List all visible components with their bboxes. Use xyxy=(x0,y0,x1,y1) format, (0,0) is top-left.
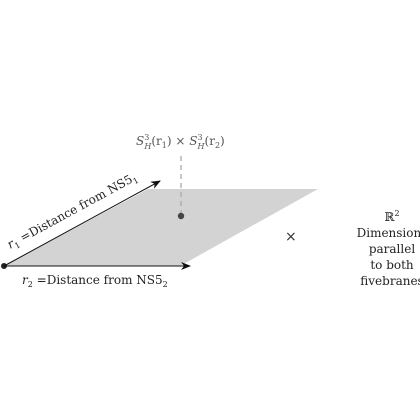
r1-axis-arrow xyxy=(3,180,161,267)
r2-axis-label: r2 =Distance from NS52 xyxy=(22,273,168,289)
rhs-line-4: fivebranes xyxy=(360,274,420,288)
r2-symbol: ℝ2 xyxy=(384,209,400,224)
shaded-plane xyxy=(4,189,318,266)
rhs-line-1: Dimensions xyxy=(356,226,420,240)
parallel-dimensions-label: ℝ2 Dimensions parallel to both fivebrane… xyxy=(352,206,420,289)
product-sign: × xyxy=(285,229,297,245)
rhs-line-3: to both xyxy=(370,258,414,272)
plane-point xyxy=(177,212,185,220)
rhs-line-2: parallel xyxy=(368,242,416,256)
